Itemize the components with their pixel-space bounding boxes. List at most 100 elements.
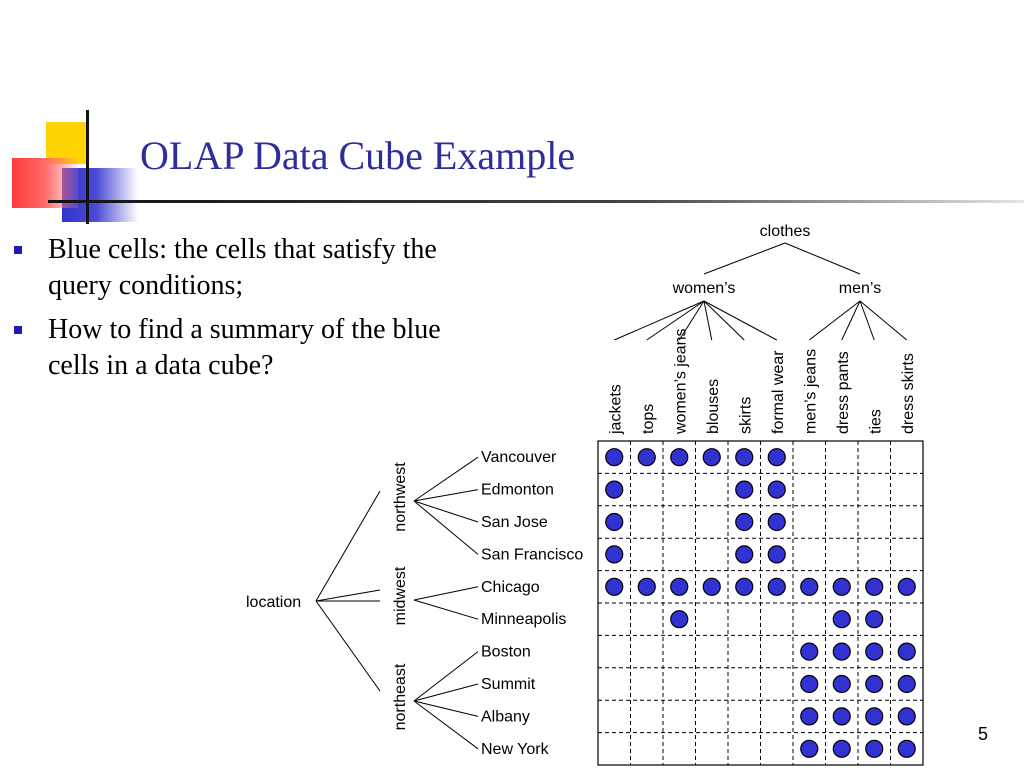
blue-cell	[865, 739, 884, 758]
page-number: 5	[978, 724, 989, 744]
blue-cell	[832, 610, 851, 629]
blue-cell	[735, 480, 754, 499]
blue-cell	[767, 448, 786, 467]
city-label: San Jose	[481, 514, 548, 531]
blue-cell	[605, 448, 624, 467]
blue-cell	[670, 577, 689, 596]
cube-grid	[597, 440, 924, 766]
blue-cell	[897, 674, 916, 694]
clothes-root-label: clothes	[760, 223, 811, 240]
clothes-leaf-line	[703, 300, 745, 341]
city-label: Boston	[481, 644, 531, 661]
deco-vertical-line	[86, 110, 89, 224]
slide-title: OLAP Data Cube Example	[140, 133, 576, 178]
blue-cell	[832, 707, 851, 726]
hierarchy-labels: clothes women’s men’s jackets tops women’s je…	[246, 223, 917, 758]
blue-cell	[800, 674, 819, 694]
column-label: blouses	[705, 379, 722, 434]
city-leaf-line	[413, 489, 479, 502]
bullet-item: How to find a summary of the blue cells …	[14, 312, 454, 384]
clothes-leaf-line	[678, 300, 705, 341]
column-label: formal wear	[770, 350, 787, 434]
blue-cell	[865, 674, 884, 694]
clothes-branch-line	[784, 242, 861, 275]
city-label: San Francisco	[481, 546, 583, 563]
city-leaf-line	[413, 651, 479, 702]
column-label: women’s jeans	[672, 328, 689, 435]
city-label: New York	[481, 741, 550, 758]
bullet-text: How to find a summary of the blue cells …	[48, 314, 441, 381]
location-root-label: location	[246, 594, 301, 611]
blue-cell	[800, 642, 819, 661]
clothes-leaf-line	[841, 300, 861, 341]
bullet-text: Blue cells: the cells that satisfy the q…	[48, 234, 437, 301]
clothes-group-label: women’s	[672, 280, 736, 297]
clothes-leaf-line	[859, 300, 875, 341]
blue-cell	[637, 448, 656, 467]
column-label: dress skirts	[900, 353, 917, 434]
city-leaf-line	[413, 599, 479, 620]
region-label: northeast	[392, 663, 409, 730]
blue-cell	[605, 545, 624, 564]
column-label: skirts	[737, 397, 754, 434]
city-leaf-line	[413, 683, 479, 702]
blue-cell	[832, 674, 851, 694]
blue-cell	[670, 610, 689, 629]
blue-cell	[605, 577, 624, 596]
hierarchy-lines	[315, 242, 908, 750]
blue-cell	[637, 577, 656, 596]
clothes-leaf-line	[703, 300, 777, 341]
blue-cell	[605, 512, 624, 532]
clothes-group-label: men’s	[839, 280, 881, 297]
blue-cell	[832, 642, 851, 661]
blue-cell	[767, 545, 786, 564]
blue-cell	[865, 707, 884, 726]
clothes-leaf-line	[703, 300, 713, 341]
blue-cell	[832, 739, 851, 758]
blue-cell	[897, 739, 916, 758]
deco-red-square	[12, 158, 78, 208]
blue-cell	[800, 739, 819, 758]
blue-cell	[897, 577, 916, 596]
city-leaf-line	[413, 456, 479, 502]
column-label: men’s jeans	[802, 349, 819, 434]
blue-cell	[832, 577, 851, 596]
clothes-leaf-line	[859, 300, 908, 341]
deco-yellow-square	[46, 122, 88, 164]
city-leaf-line	[413, 500, 479, 523]
blue-cell	[865, 577, 884, 596]
blue-cell	[767, 512, 786, 532]
blue-cell	[897, 707, 916, 726]
blue-cell	[735, 545, 754, 564]
column-label: jackets	[607, 384, 624, 435]
city-label: Summit	[481, 676, 536, 693]
location-branch-line	[315, 600, 381, 692]
blue-cell	[800, 707, 819, 726]
blue-cell	[735, 512, 754, 532]
bullet-item: Blue cells: the cells that satisfy the q…	[14, 232, 454, 304]
blue-cell	[735, 448, 754, 467]
city-leaf-line	[413, 700, 479, 750]
blue-cell	[670, 448, 689, 467]
city-label: Minneapolis	[481, 611, 566, 628]
city-leaf-line	[413, 586, 479, 601]
clothes-leaf-line	[646, 300, 705, 341]
column-label: tops	[640, 404, 657, 434]
location-branch-line	[315, 490, 381, 602]
blue-cell	[865, 610, 884, 629]
blue-cell	[897, 642, 916, 661]
blue-cell	[702, 577, 721, 596]
bullet-square-icon	[14, 326, 22, 334]
blue-cell	[800, 577, 819, 596]
city-label: Vancouver	[481, 449, 557, 466]
region-label: midwest	[392, 566, 409, 625]
bullet-square-icon	[14, 246, 22, 254]
city-label: Edmonton	[481, 482, 554, 499]
blue-cell	[702, 448, 721, 467]
blue-cell	[767, 577, 786, 596]
blue-cell	[605, 480, 624, 499]
clothes-branch-line	[703, 242, 786, 275]
blue-cell	[865, 642, 884, 661]
city-leaf-line	[413, 500, 479, 555]
